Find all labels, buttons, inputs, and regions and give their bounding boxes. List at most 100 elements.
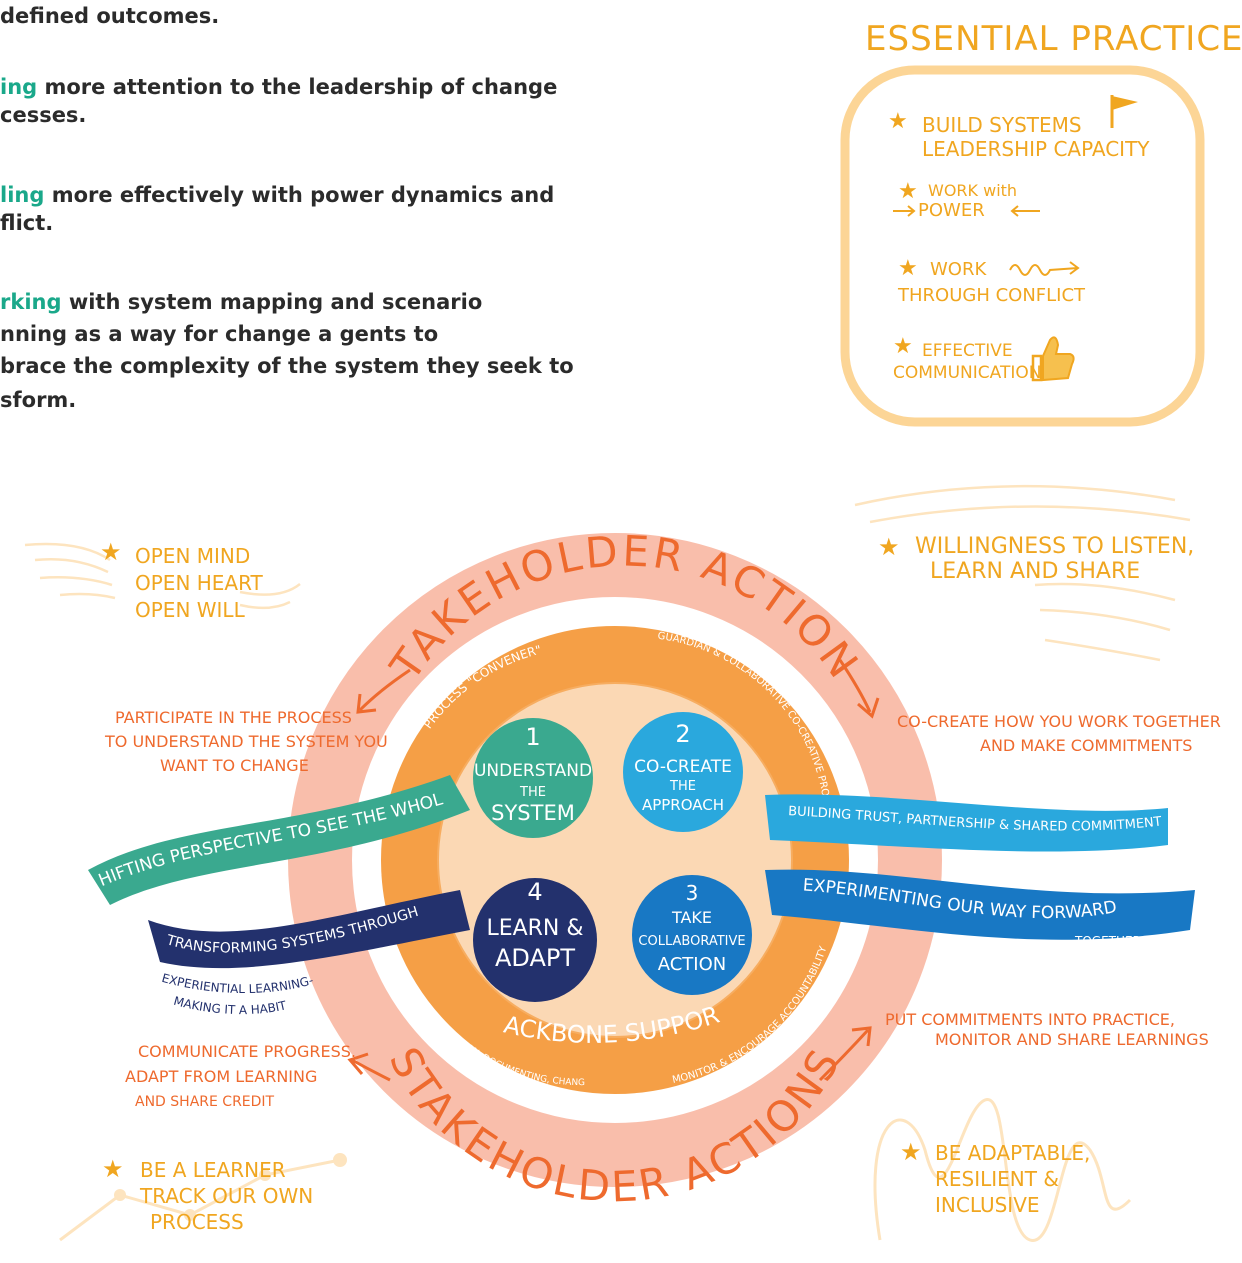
communicate-label: COMMUNICATE PROGRESS. ADAPT FROM LEARNIN… bbox=[125, 1042, 356, 1110]
star-icon: ★ bbox=[893, 333, 913, 358]
experiential-label: MAKING IT A HABIT bbox=[172, 994, 288, 1017]
experimenting-ribbon bbox=[765, 869, 1195, 940]
step-label: LEARN & bbox=[486, 916, 583, 941]
corner-label: RESILIENT & bbox=[935, 1167, 1059, 1191]
essential-practices-title: ESSENTIAL PRACTICES bbox=[865, 19, 1242, 59]
backbone-inner bbox=[437, 682, 793, 1038]
practice-label: POWER bbox=[918, 200, 985, 221]
text-line: defined outcomes. bbox=[0, 4, 220, 28]
corner-label: TRACK OUR OWN bbox=[139, 1184, 313, 1208]
scribble-arrow-icon bbox=[1009, 261, 1080, 276]
text-line: flict. bbox=[0, 211, 54, 235]
star-icon: ★ bbox=[102, 1156, 124, 1183]
corner-label: WILLINGNESS TO LISTEN, bbox=[915, 534, 1194, 559]
arrow-icon bbox=[818, 1026, 872, 1082]
thumbs-up-icon bbox=[1031, 336, 1075, 382]
backbone-ring bbox=[381, 626, 849, 1094]
text-accent: ling bbox=[0, 183, 45, 207]
step-1-understand: 1 UNDERSTAND THE SYSTEM bbox=[473, 718, 593, 838]
wing-left bbox=[24, 542, 301, 610]
text-line: brace the complexity of the system they … bbox=[0, 354, 574, 378]
learner-trail-decoration bbox=[59, 1153, 347, 1242]
step-2-co-create: 2 CO-CREATE THE APPROACH bbox=[623, 712, 743, 832]
text-line: ling more effectively with power dynamic… bbox=[0, 183, 554, 207]
arrow-icon bbox=[838, 659, 880, 719]
corner-label: OPEN HEART bbox=[135, 571, 264, 595]
flag-icon bbox=[1110, 95, 1138, 128]
star-icon: ★ bbox=[878, 534, 900, 561]
step-number: 4 bbox=[527, 878, 542, 906]
star-icon: ★ bbox=[888, 108, 908, 133]
corner-label: BE ADAPTABLE, bbox=[935, 1141, 1090, 1165]
step-label: SYSTEM bbox=[491, 801, 575, 825]
put-commitments-label: PUT COMMITMENTS INTO PRACTICE, MONITOR A… bbox=[885, 1010, 1209, 1049]
text-rest: more effectively with power dynamics and bbox=[44, 183, 555, 207]
corner-label: INCLUSIVE bbox=[935, 1193, 1040, 1217]
text-line: sform. bbox=[0, 388, 77, 412]
text-accent: rking bbox=[0, 290, 62, 314]
building-trust-ribbon bbox=[765, 794, 1168, 852]
shifting-perspective-ribbon bbox=[88, 775, 470, 905]
essential-practices-panel: ESSENTIAL PRACTICES ★ BUILD SYSTEMS LEAD… bbox=[840, 19, 1242, 427]
arrow-icon bbox=[356, 668, 411, 714]
participate-label: PARTICIPATE IN THE PROCESS TO UNDERSTAND… bbox=[104, 708, 388, 775]
arrows-icon bbox=[893, 205, 1040, 217]
practice-label: THROUGH CONFLICT bbox=[897, 285, 1086, 306]
practice-label: WORK bbox=[930, 259, 987, 280]
stakeholder-actions-top-label: STAKEHOLDER ACTIONS bbox=[0, 0, 869, 690]
side-label-line: PUT COMMITMENTS INTO PRACTICE, bbox=[885, 1010, 1175, 1029]
side-label-line: TO UNDERSTAND THE SYSTEM YOU bbox=[104, 732, 388, 751]
corner-label: OPEN WILL bbox=[135, 598, 246, 622]
step-label: COLLABORATIVE bbox=[638, 934, 745, 949]
step-3-take-action: 3 TAKE COLLABORATIVE ACTION bbox=[632, 875, 752, 995]
star-icon: ★ bbox=[898, 255, 918, 280]
essential-practices-frame bbox=[840, 65, 1205, 427]
step-label: THE bbox=[669, 779, 696, 794]
practice-label: EFFECTIVE bbox=[922, 341, 1013, 361]
text-rest: more attention to the leadership of chan… bbox=[37, 75, 558, 99]
arrow-icon bbox=[347, 1052, 391, 1082]
stakeholder-ring bbox=[288, 533, 942, 1187]
text-line: cesses. bbox=[0, 103, 87, 127]
together-label: TOGETHER bbox=[1074, 934, 1141, 948]
text-line: ing more attention to the leadership of … bbox=[0, 75, 557, 99]
corner-label: PROCESS bbox=[150, 1210, 244, 1234]
squiggle-decoration bbox=[873, 1098, 1132, 1242]
cocreate-label: CO-CREATE HOW YOU WORK TOGETHER AND MAKE… bbox=[897, 712, 1221, 755]
side-label-line: WANT TO CHANGE bbox=[160, 756, 309, 775]
star-icon: ★ bbox=[898, 178, 918, 203]
experiential-label: EXPERIENTIAL LEARNING- bbox=[160, 971, 315, 996]
step-number: 1 bbox=[525, 723, 540, 751]
side-label-line: AND SHARE CREDIT bbox=[135, 1094, 275, 1110]
text-line: nning as a way for change a gents to bbox=[0, 322, 439, 346]
step-label: THE bbox=[519, 785, 546, 800]
side-label-line: CO-CREATE HOW YOU WORK TOGETHER bbox=[897, 712, 1221, 731]
corner-label: LEARN AND SHARE bbox=[930, 559, 1140, 584]
side-label-line: PARTICIPATE IN THE PROCESS bbox=[115, 708, 352, 727]
practice-label: BUILD SYSTEMS bbox=[922, 113, 1082, 137]
side-label-line: MONITOR AND SHARE LEARNINGS bbox=[935, 1030, 1209, 1049]
step-label: ADAPT bbox=[495, 944, 575, 972]
side-label-line: COMMUNICATE PROGRESS. bbox=[138, 1042, 356, 1061]
corner-label: BE A LEARNER bbox=[140, 1158, 286, 1182]
transforming-systems-ribbon bbox=[148, 890, 470, 969]
practice-label: WORK with bbox=[928, 181, 1017, 200]
star-icon: ★ bbox=[900, 1139, 922, 1166]
star-icon: ★ bbox=[100, 539, 122, 566]
step-number: 2 bbox=[675, 720, 690, 748]
side-label-line: ADAPT FROM LEARNING bbox=[125, 1067, 317, 1086]
practice-label: LEADERSHIP CAPACITY bbox=[922, 137, 1150, 161]
text-rest: with system mapping and scenario bbox=[61, 290, 483, 314]
corner-label: OPEN MIND bbox=[135, 544, 250, 568]
step-label: UNDERSTAND bbox=[474, 761, 592, 781]
wing-right bbox=[854, 484, 1191, 662]
text-accent: ing bbox=[0, 75, 38, 99]
step-label: CO-CREATE bbox=[634, 757, 732, 777]
step-label: ACTION bbox=[658, 954, 727, 975]
step-label: TAKE bbox=[671, 908, 712, 927]
side-label-line: AND MAKE COMMITMENTS bbox=[980, 736, 1192, 755]
practice-label: COMMUNICATION bbox=[893, 363, 1041, 383]
ring-arrows bbox=[347, 659, 880, 1082]
step-number: 3 bbox=[686, 881, 699, 905]
